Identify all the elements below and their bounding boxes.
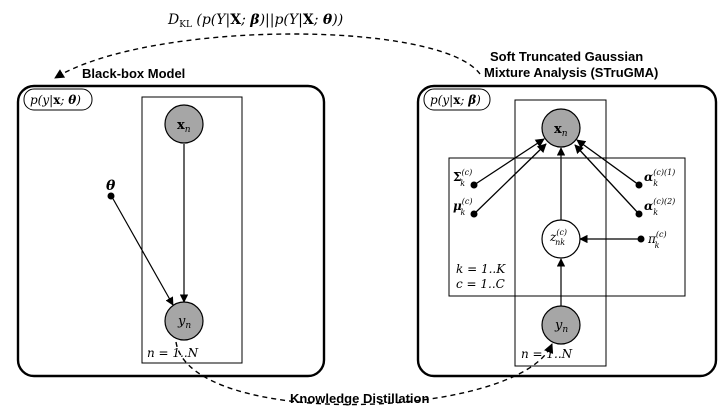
left-node-y (164, 301, 204, 341)
right-param-alpha1-label: α(c)(1)k (644, 168, 675, 188)
left-edge-theta-to-y (111, 196, 174, 306)
left-param-theta-label: θ (106, 178, 116, 194)
right-panel-badge (423, 88, 491, 111)
right-edge-mu-to-x (473, 143, 547, 215)
right-panel-badge-text: p(y|x; β) (430, 93, 481, 107)
left-node-x-label: xn (177, 118, 191, 135)
right-plate-kc (448, 157, 686, 297)
left-plate-label: n = 1..N (147, 346, 199, 360)
right-edge-alpha1-to-x (576, 139, 640, 186)
right-param-mu-label: μ(c)k (453, 197, 473, 217)
right-node-x-label: xn (554, 122, 568, 139)
right-plate-n (514, 99, 607, 367)
right-param-mu-dot (470, 210, 478, 218)
kl-dashed-arrow (54, 33, 481, 79)
right-node-z (541, 219, 581, 259)
left-panel-frame (16, 84, 326, 378)
right-param-alpha2-label: α(c)(2)k (644, 197, 675, 217)
right-node-y (541, 305, 581, 345)
knowledge-distillation-label: Knowledge Distillation (290, 391, 429, 406)
right-param-pi-label: π(c)k (647, 230, 667, 250)
kl-divergence-formula: DKL (p(Y|X; β)||p(Y|X; θ)) (167, 12, 343, 30)
right-node-x (541, 108, 581, 148)
right-plate-label: n = 1..N (521, 347, 573, 361)
left-panel-title: Black-box Model (82, 66, 185, 81)
left-plate-n (141, 96, 243, 364)
right-param-alpha1-dot (635, 181, 643, 189)
right-edge-alpha2-to-x (574, 144, 640, 215)
right-node-z-label: z(c)nk (549, 228, 567, 247)
right-param-sigma-dot (470, 181, 478, 189)
right-panel-title-line2: Mixture Analysis (STruGMA) (484, 65, 658, 80)
right-inner-plate-c: c = 1..C (456, 277, 505, 291)
right-panel-frame (416, 84, 718, 378)
left-panel-badge-text: p(y|x; θ) (30, 93, 81, 107)
knowledge-distillation-dashed-arrow (175, 341, 554, 406)
right-param-pi-dot (637, 235, 645, 243)
right-param-alpha2-dot (635, 210, 643, 218)
left-param-theta-dot (107, 192, 115, 200)
right-panel-title-line1: Soft Truncated Gaussian (490, 49, 643, 64)
right-param-sigma-label: Σ(c)k (453, 168, 472, 188)
left-node-x (164, 104, 204, 144)
right-edge-sigma-to-x (473, 138, 545, 186)
right-inner-plate-k: k = 1..K (456, 262, 506, 276)
left-panel-badge (23, 88, 93, 111)
